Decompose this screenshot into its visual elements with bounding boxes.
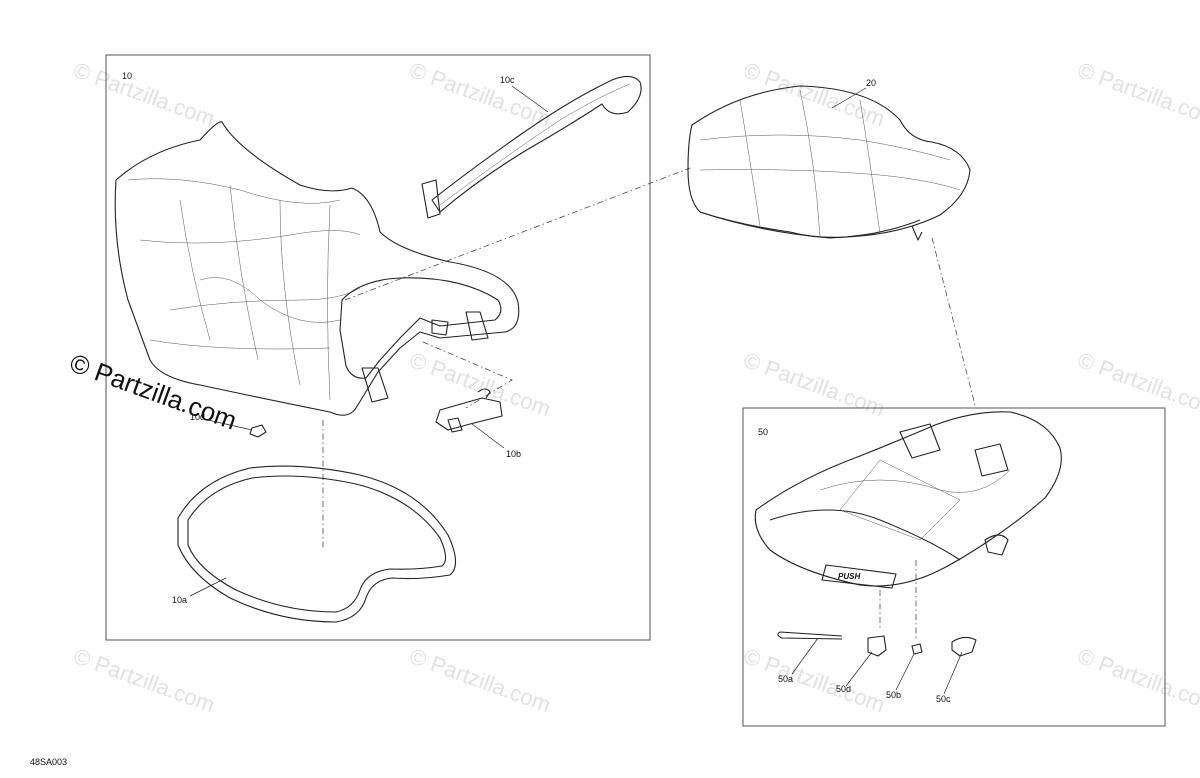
seat-gasket-illustration: [177, 465, 457, 623]
callout-seat-rivet: 10d: [190, 412, 205, 422]
watermark: © Partzilla.com: [406, 347, 554, 421]
watermark: © Partzilla.com: [1074, 347, 1200, 421]
watermark: © Partzilla.com: [740, 347, 888, 421]
callout-seat-latch: 10b: [506, 449, 521, 459]
seat-strap-illustration: [421, 75, 642, 219]
seat-latch-illustration: [435, 388, 503, 433]
seat-assembly-frame: [105, 54, 651, 641]
diagram-code: 48SA003: [30, 757, 67, 767]
callout-seat-assembly: 10: [122, 71, 132, 81]
seat-rivet-illustration: [249, 424, 267, 438]
callout-cushion: 20: [866, 78, 876, 88]
watermark: © Partzilla.com: [740, 643, 888, 717]
watermark: © Partzilla.com: [1074, 57, 1200, 131]
watermark: © Partzilla.com: [70, 643, 218, 717]
bin-nut-illustration: [911, 643, 923, 655]
leader-lines: [189, 85, 963, 695]
callout-bin-nut: 50b: [886, 690, 901, 700]
callout-bin-plug: 50d: [836, 684, 851, 694]
callout-seat-strap: 10c: [500, 75, 515, 85]
push-badge: PUSH: [838, 572, 860, 581]
callout-bin-pin: 50a: [778, 674, 793, 684]
bin-clip-illustration: [951, 636, 977, 657]
watermark: © Partzilla.com: [70, 57, 218, 131]
partzilla-stamp: © Partzilla.com: [66, 347, 241, 435]
alignment-lines: [322, 167, 976, 640]
watermark: © Partzilla.com: [1074, 643, 1200, 717]
callout-storage-bin: 50: [758, 427, 768, 437]
storage-bin-frame: [742, 407, 1166, 727]
storage-bin-illustration: PUSH: [754, 411, 1062, 589]
main-seat-illustration: [114, 121, 520, 416]
watermark-layer: © Partzilla.com © Partzilla.com © Partzi…: [70, 57, 1200, 717]
cushion-illustration: [687, 85, 971, 241]
watermark: © Partzilla.com: [406, 643, 554, 717]
bin-plug-illustration: [867, 635, 887, 657]
watermark: © Partzilla.com: [406, 57, 554, 131]
watermark: © Partzilla.com: [740, 57, 888, 131]
bin-pin-illustration: [777, 631, 843, 640]
callout-seat-gasket: 10a: [172, 595, 187, 605]
callout-bin-clip: 50c: [936, 694, 951, 704]
